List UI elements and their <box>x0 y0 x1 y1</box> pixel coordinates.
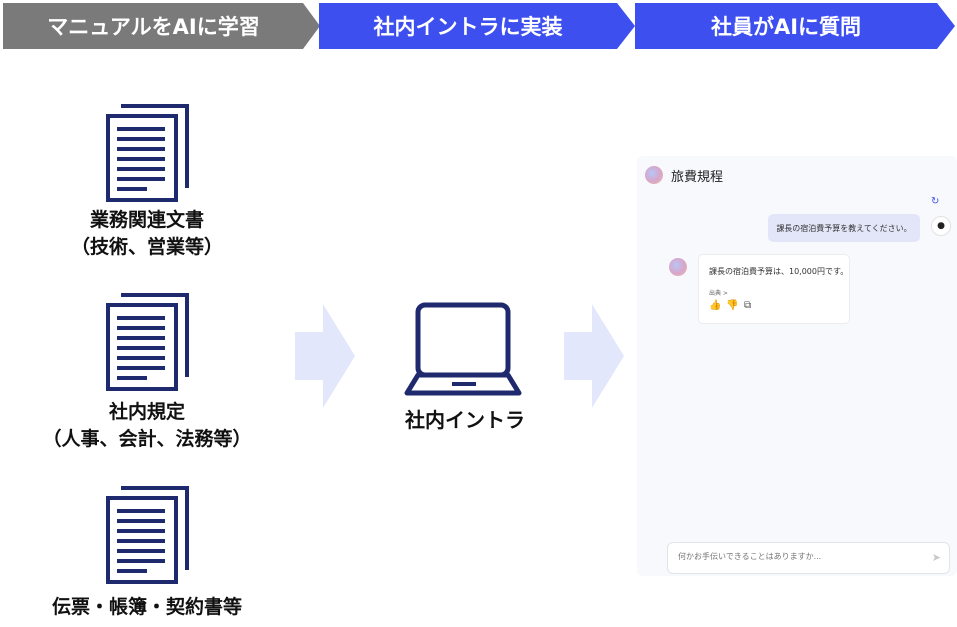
document-label-business: 業務関連文書 （技術、営業等） <box>2 207 292 261</box>
document-icon <box>106 104 189 202</box>
step-banner-learn: マニュアルをAIに学習 <box>3 3 320 49</box>
ai-avatar-icon <box>669 258 687 276</box>
ai-avatar-icon <box>645 166 663 184</box>
document-title: 業務関連文書 <box>89 209 204 231</box>
bot-message-text: 課長の宿泊費予算は、10,000円です。 <box>709 267 849 276</box>
user-avatar-icon: ● <box>931 216 951 236</box>
document-icon <box>106 486 189 584</box>
source-link[interactable]: 出典 > <box>709 290 728 297</box>
user-message: 課長の宿泊費予算を教えてください。 <box>768 214 920 242</box>
chat-title: 旅費規程 <box>671 170 724 185</box>
chat-input[interactable] <box>676 551 920 562</box>
bot-message: 課長の宿泊費予算は、10,000円です。 出典 > 👍 👎 ⧉ <box>698 254 850 324</box>
copy-icon[interactable]: ⧉ <box>744 300 752 311</box>
intranet-label: 社内イントラ <box>405 408 525 432</box>
thumbs-up-icon[interactable]: 👍 <box>709 300 722 311</box>
laptop-icon <box>404 302 522 396</box>
send-icon[interactable]: ➤ <box>931 551 941 564</box>
chat-panel: 旅費規程 ↻ 課長の宿泊費予算を教えてください。 ● 課長の宿泊費予算は、10,… <box>637 156 957 576</box>
document-label-regulations: 社内規定 （人事、会計、法務等） <box>2 399 292 453</box>
document-label-vouchers: 伝票・帳簿・契約書等 <box>2 594 292 621</box>
document-subtitle: （技術、営業等） <box>70 236 223 258</box>
chat-input-box[interactable]: ➤ <box>667 542 950 574</box>
step-banner-ask: 社員がAIに質問 <box>635 3 955 49</box>
document-title: 伝票・帳簿・契約書等 <box>51 596 242 618</box>
step-label: 社員がAIに質問 <box>710 15 862 39</box>
step-label: 社内イントラに実装 <box>373 15 563 39</box>
refresh-icon[interactable]: ↻ <box>931 196 940 207</box>
step-label: マニュアルをAIに学習 <box>47 15 260 39</box>
flow-arrow-icon <box>564 304 624 408</box>
document-subtitle: （人事、会計、法務等） <box>42 428 252 450</box>
document-title: 社内規定 <box>108 401 185 423</box>
step-banner-deploy: 社内イントラに実装 <box>319 3 635 49</box>
document-icon <box>106 293 189 391</box>
flow-arrow-icon <box>295 304 355 408</box>
thumbs-down-icon[interactable]: 👎 <box>726 300 739 311</box>
